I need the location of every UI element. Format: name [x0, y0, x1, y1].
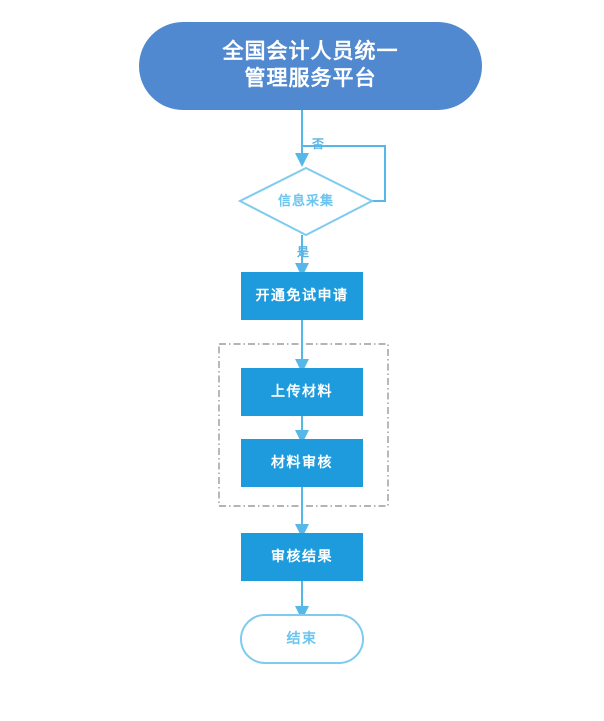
materials-group-box — [218, 343, 389, 507]
title-node-shape[interactable] — [139, 22, 482, 110]
connector-no-loop — [303, 145, 386, 202]
process-node-review-result[interactable] — [241, 533, 363, 581]
process-node-open-exemption-application[interactable] — [241, 272, 363, 320]
decision-node-shape[interactable] — [237, 166, 375, 237]
process-node-material-review[interactable] — [241, 439, 363, 487]
end-node-shape[interactable] — [240, 614, 364, 664]
process-node-upload-materials[interactable] — [241, 368, 363, 416]
